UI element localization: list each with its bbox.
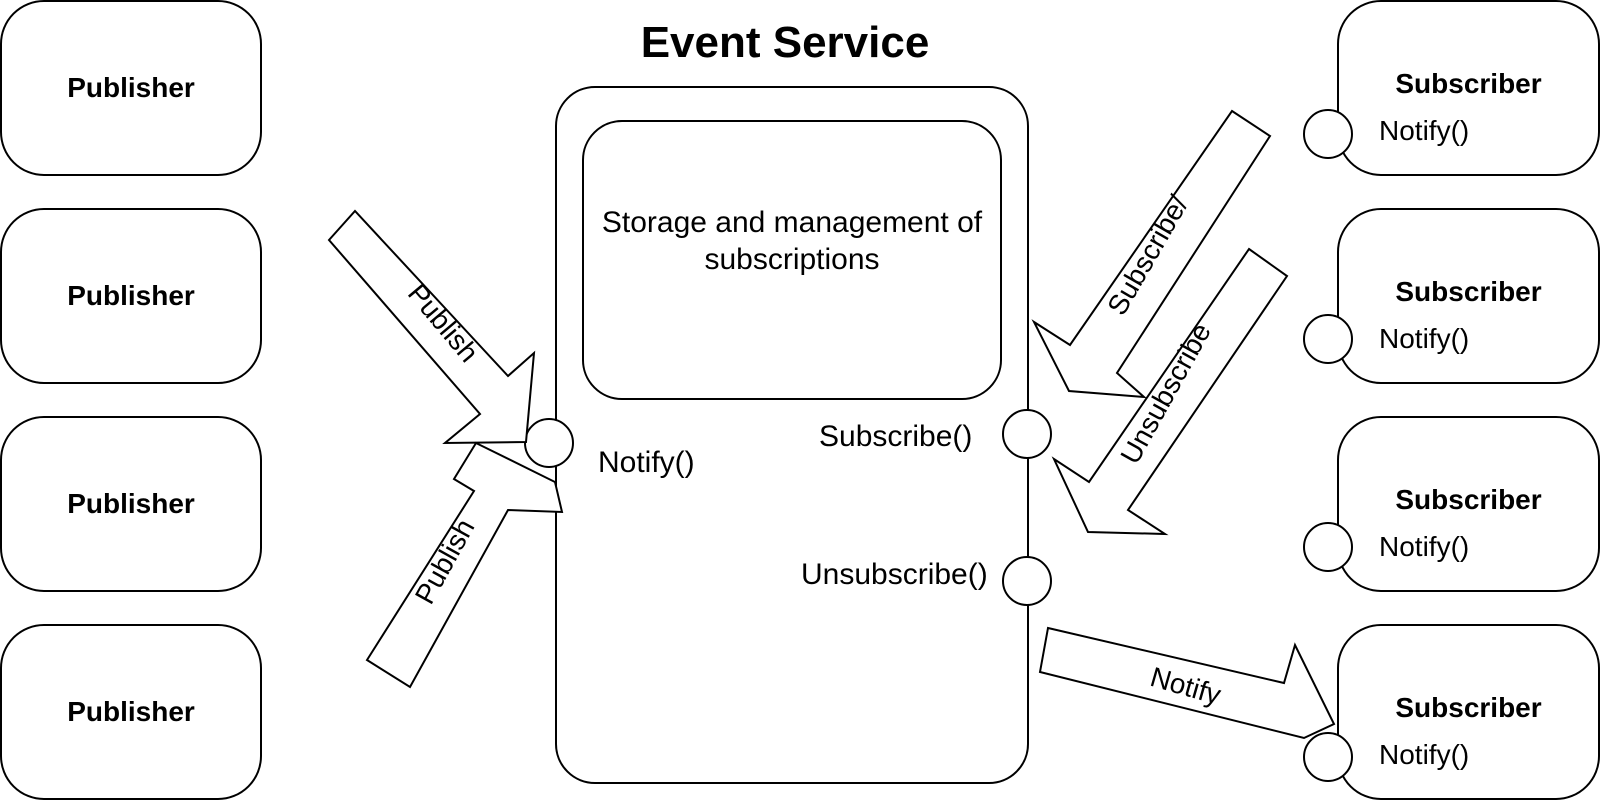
subscriber-notify-method: Notify() — [1379, 323, 1470, 354]
publisher-box: Publisher — [0, 416, 262, 592]
subscriber-label: Subscriber — [1395, 484, 1542, 515]
subscriber-notify-method: Notify() — [1379, 739, 1470, 770]
subscriber-box: Subscriber Notify() — [1337, 208, 1600, 384]
subscriber-notify-method: Notify() — [1379, 531, 1470, 562]
subscriber-box: Subscriber Notify() — [1337, 416, 1600, 592]
subscriber-box: Subscriber Notify() — [1337, 0, 1600, 176]
subscriber-notify-method: Notify() — [1379, 115, 1470, 146]
subscription-storage-box: Storage and management of subscriptions — [582, 120, 1002, 400]
service-unsubscribe-label: Unsubscribe() — [801, 558, 988, 591]
service-subscribe-port — [1002, 409, 1052, 459]
publisher-label: Publisher — [67, 280, 195, 311]
publisher-label: Publisher — [67, 488, 195, 519]
subscriber-notify-port — [1303, 522, 1353, 572]
service-unsubscribe-port — [1002, 556, 1052, 606]
publish-arrow-bottom — [365, 441, 564, 689]
publish-arrow-top — [327, 209, 536, 445]
subscriber-notify-port — [1303, 732, 1353, 782]
service-notify-port — [524, 418, 574, 468]
notify-arrow — [1038, 626, 1336, 740]
storage-description: Storage and management of subscriptions — [601, 206, 983, 276]
subscribe-arrow — [1031, 109, 1272, 399]
subscriber-label: Subscriber — [1395, 692, 1542, 723]
service-notify-label: Notify() — [598, 446, 695, 479]
service-subscribe-label: Subscribe() — [819, 420, 973, 453]
publisher-box: Publisher — [0, 624, 262, 800]
subscriber-notify-port — [1303, 314, 1353, 364]
publisher-label: Publisher — [67, 696, 195, 727]
subscriber-notify-port — [1303, 109, 1353, 159]
diagram-title: Event Service — [640, 18, 930, 67]
subscriber-label: Subscriber — [1395, 68, 1542, 99]
publisher-label: Publisher — [67, 72, 195, 103]
unsubscribe-arrow — [1051, 247, 1289, 536]
publisher-box: Publisher — [0, 208, 262, 384]
subscriber-box: Subscriber Notify() — [1337, 624, 1600, 800]
publisher-box: Publisher — [0, 0, 262, 176]
subscriber-label: Subscriber — [1395, 276, 1542, 307]
